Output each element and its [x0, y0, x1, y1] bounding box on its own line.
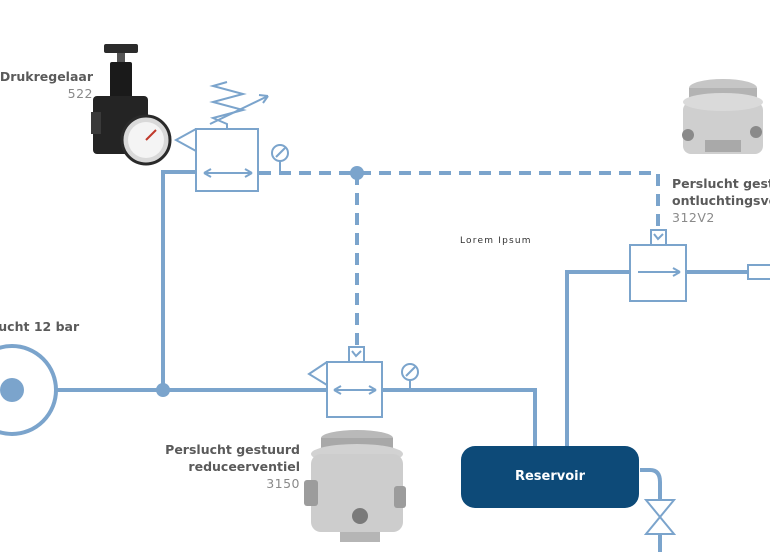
- vent-valve-line1: Perslucht gestu: [672, 176, 770, 191]
- drukregelaar-label: Drukregelaar 522: [0, 68, 93, 102]
- reservoir-label: Reservoir: [514, 469, 586, 484]
- drukregelaar-name: Drukregelaar: [0, 69, 93, 84]
- vent-valve-symbol: [629, 229, 687, 302]
- drukregelaar-code: 522: [67, 86, 93, 101]
- drukregelaar-product-image: [91, 44, 172, 166]
- outlet-end-symbol: [747, 264, 770, 280]
- gauge-icon-upper: [271, 144, 289, 173]
- reservoir-tank: [461, 446, 639, 508]
- reducer-line1: Perslucht gestuurd: [165, 442, 300, 457]
- source-label: lucht 12 bar: [0, 318, 79, 335]
- gauge-icon-lower: [401, 363, 419, 390]
- vent-valve-label: Perslucht gestu ontluchtingsver 312V2: [672, 175, 770, 226]
- reducer-product-image: [304, 430, 406, 542]
- riser-line: [161, 170, 196, 390]
- reducer-outlet-line: [382, 388, 537, 446]
- compressor-symbol: [0, 344, 58, 436]
- reducer-code: 3150: [266, 476, 300, 491]
- junction-dot-upper: [350, 166, 364, 180]
- pilot-line-horizontal: [259, 171, 660, 230]
- drain-line: [640, 468, 662, 500]
- junction-dot-lower: [156, 383, 170, 397]
- reducer-line2: reduceerventiel: [188, 459, 300, 474]
- source-name: lucht 12 bar: [0, 319, 80, 334]
- reservoir-outlet-line: [565, 270, 630, 446]
- vent-valve-line2: ontluchtingsver: [672, 193, 770, 208]
- vent-valve-product-image: [682, 79, 763, 154]
- lorem-text: Lorem Ipsum: [460, 236, 532, 246]
- reducer-label: Perslucht gestuurd reduceerventiel 3150: [165, 441, 300, 492]
- drain-valve-icon: [643, 499, 677, 535]
- drukregelaar-symbol: [173, 81, 269, 192]
- reducer-valve-symbol: [307, 346, 383, 418]
- vent-valve-code: 312V2: [672, 210, 715, 225]
